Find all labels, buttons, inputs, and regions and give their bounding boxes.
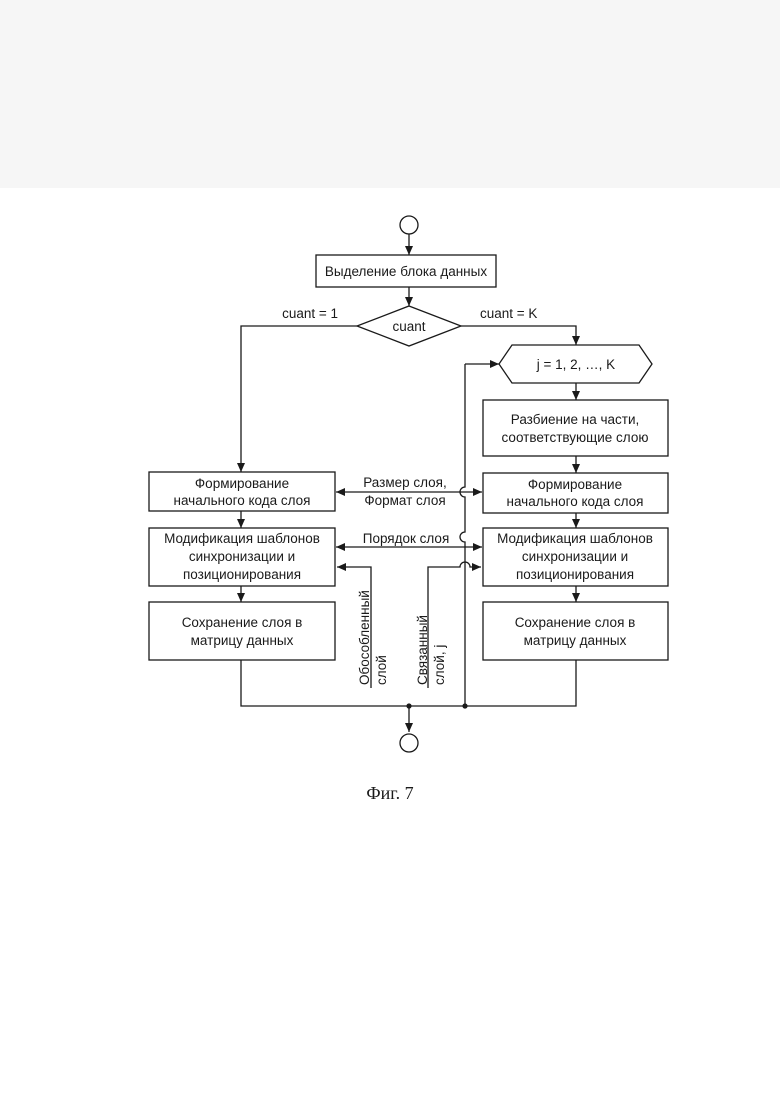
modify-right-line-2: синхронизации и — [522, 549, 628, 564]
form-left-line-1: Формирование — [195, 476, 289, 491]
modify-left-line-3: позиционирования — [183, 567, 301, 582]
split-line-2: соответствующие слою — [502, 430, 649, 445]
branch-label-right: cuant = K — [480, 306, 537, 321]
branch-label-left: cuant = 1 — [282, 306, 338, 321]
extract-data-block-label: Выделение блока данных — [325, 264, 487, 279]
modify-left-line-2: синхронизации и — [189, 549, 295, 564]
linked-layer-label-2: слой, j — [432, 645, 447, 685]
figure-caption: Фиг. 7 — [0, 783, 780, 804]
size-format-label-1: Размер слоя, — [363, 475, 447, 490]
loop-label: j = 1, 2, …, K — [536, 357, 615, 372]
save-layer-right — [483, 602, 668, 660]
isolated-layer-label-1: Обособленный — [357, 590, 372, 685]
isolated-layer-label-2: слой — [374, 655, 389, 685]
modify-left-line-1: Модификация шаблонов — [164, 531, 320, 546]
linked-layer-label-1: Связанный — [415, 615, 430, 685]
split-line-1: Разбиение на части, — [511, 412, 639, 427]
form-left-line-2: начального кода слоя — [174, 493, 311, 508]
save-left-line-1: Сохранение слоя в — [182, 615, 303, 630]
save-layer-left — [149, 602, 335, 660]
save-left-line-2: матрицу данных — [191, 633, 294, 648]
modify-right-line-3: позиционирования — [516, 567, 634, 582]
modify-right-line-1: Модификация шаблонов — [497, 531, 653, 546]
form-right-line-1: Формирование — [528, 477, 622, 492]
end-terminator — [400, 734, 418, 752]
order-label: Порядок слоя — [363, 531, 450, 546]
size-format-label-2: Формат слоя — [364, 493, 445, 508]
save-right-line-1: Сохранение слоя в — [515, 615, 636, 630]
split-parts-block — [483, 400, 668, 456]
save-right-line-2: матрицу данных — [524, 633, 627, 648]
form-right-line-2: начального кода слоя — [507, 494, 644, 509]
start-terminator — [400, 216, 418, 234]
cuant-decision-label: cuant — [392, 319, 425, 334]
